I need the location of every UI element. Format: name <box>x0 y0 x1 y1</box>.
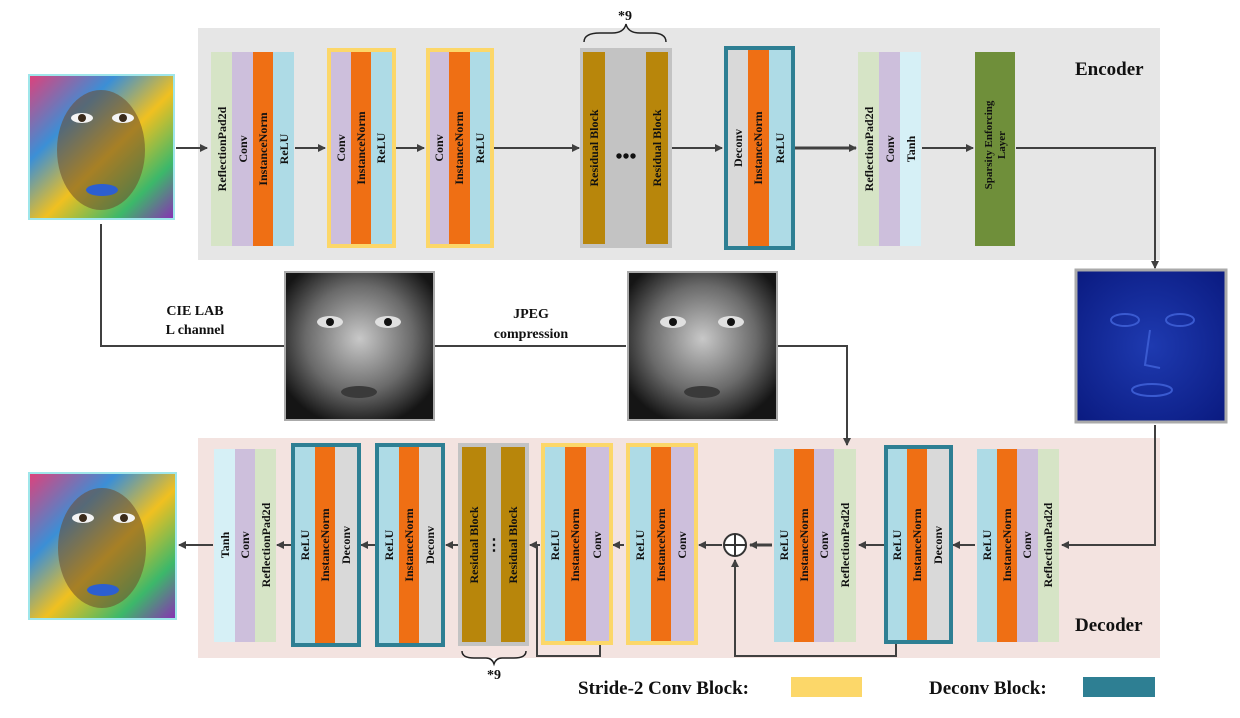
enc2-relu: ReLU <box>374 132 388 163</box>
enc-residual-2: Residual Block <box>650 109 664 186</box>
output-color-image <box>28 472 177 620</box>
enc-repeat-label: *9 <box>618 9 632 24</box>
enc1-relu: ReLU <box>277 133 291 164</box>
legend-stride-label: Stride-2 Conv Block: <box>578 678 749 699</box>
enc1-conv: Conv <box>236 135 250 162</box>
enc1-reflectionpad: ReflectionPad2d <box>215 106 229 191</box>
dec-out-reflectionpad: ReflectionPad2d <box>259 502 273 587</box>
dec-deconv-block-3: ReLU InstanceNorm Deconv <box>291 443 361 647</box>
enc-deconv-block: Deconv InstanceNorm ReLU <box>724 46 795 250</box>
legend-deconv-swatch <box>1083 677 1155 697</box>
dec-residual-group: Residual Block ⋮ Residual Block *9 <box>458 443 529 683</box>
dec-d2-relu: ReLU <box>382 529 396 560</box>
dec-in-instancenorm: InstanceNorm <box>1000 508 1014 581</box>
enc-residual-group: *9 Residual Block ••• Residual Block <box>580 9 672 248</box>
enc-out-reflectionpad: ReflectionPad2d <box>862 106 876 191</box>
cie-lab-label: CIE LAB <box>166 304 223 319</box>
encoder-label: Encoder <box>1075 59 1144 80</box>
sparsity-layer: Sparsity Enforcing Layer <box>975 52 1015 246</box>
enc-stride-block-2: Conv InstanceNorm ReLU <box>426 48 494 248</box>
enc-out-tanh: Tanh <box>904 136 918 163</box>
decoder-label: Decoder <box>1075 615 1143 636</box>
dec-residual-dots: ⋮ <box>486 537 502 554</box>
jpeg-compressed-image <box>627 271 778 421</box>
dec-out-conv: Conv <box>238 531 252 558</box>
input-color-image <box>28 74 175 220</box>
dec-d3-relu: ReLU <box>298 529 312 560</box>
dec-repeat-label: *9 <box>487 668 501 683</box>
dec-s2-conv: Conv <box>590 531 604 558</box>
dec-d1-relu: ReLU <box>890 529 904 560</box>
dec-s1-instancenorm: InstanceNorm <box>654 508 668 581</box>
dec-in-reflectionpad: ReflectionPad2d <box>1041 502 1055 587</box>
enc2-instancenorm: InstanceNorm <box>354 111 368 184</box>
dec-input-block: ReLU InstanceNorm Conv ReflectionPad2d <box>977 449 1059 642</box>
dec-d1-deconv: Deconv <box>931 526 945 564</box>
dec-jpeg-input-block: ReLU InstanceNorm Conv ReflectionPad2d <box>774 449 856 642</box>
dec-j-reflectionpad: ReflectionPad2d <box>838 502 852 587</box>
dec-stride-block-1: ReLU InstanceNorm Conv <box>626 443 698 645</box>
dec-deconv-block-2: ReLU InstanceNorm Deconv <box>375 443 445 647</box>
enc3-relu: ReLU <box>473 132 487 163</box>
dec-d3-instancenorm: InstanceNorm <box>318 508 332 581</box>
legend-stride-swatch <box>791 677 862 697</box>
grayscale-image <box>284 271 435 421</box>
enc-stride-block-1: Conv InstanceNorm ReLU <box>327 48 396 248</box>
dec-d2-instancenorm: InstanceNorm <box>402 508 416 581</box>
dec-residual-2: Residual Block <box>506 506 520 583</box>
enc3-conv: Conv <box>432 134 446 161</box>
dec-out-tanh: Tanh <box>218 532 232 559</box>
l-channel-label: L channel <box>166 323 225 338</box>
dec-s1-relu: ReLU <box>633 529 647 560</box>
sum-node <box>723 533 747 557</box>
dec-in-conv: Conv <box>1020 531 1034 558</box>
enc-out-conv: Conv <box>883 135 897 162</box>
jpeg-label: JPEG <box>513 307 549 322</box>
compression-label: compression <box>494 327 569 342</box>
dec-d3-deconv: Deconv <box>339 526 353 564</box>
dec-j-conv: Conv <box>817 531 831 558</box>
dec-d2-deconv: Deconv <box>423 526 437 564</box>
enc-block-1: ReflectionPad2d Conv InstanceNorm ReLU <box>211 52 294 246</box>
sparsity-label-line1: Sparsity Enforcing <box>983 100 995 189</box>
dec-deconv-block-1: ReLU InstanceNorm Deconv <box>884 445 953 644</box>
enc-deconv: Deconv <box>731 129 745 167</box>
dec-stride-block-2: ReLU InstanceNorm Conv <box>541 443 613 645</box>
dec-in-relu: ReLU <box>980 529 994 560</box>
dec-j-relu: ReLU <box>777 529 791 560</box>
dec-s2-relu: ReLU <box>548 529 562 560</box>
enc-residual-dots: ••• <box>615 146 636 168</box>
dec-d1-instancenorm: InstanceNorm <box>910 508 924 581</box>
sparse-feature-map-image <box>1074 268 1228 424</box>
enc-residual-1: Residual Block <box>587 109 601 186</box>
sparsity-label-line2: Layer <box>996 131 1008 159</box>
dec-residual-1: Residual Block <box>467 506 481 583</box>
enc-output-block: ReflectionPad2d Conv Tanh <box>858 52 921 246</box>
enc-deconv-instancenorm: InstanceNorm <box>751 111 765 184</box>
connectors <box>100 144 1159 657</box>
dec-output-block: Tanh Conv ReflectionPad2d <box>214 449 276 642</box>
enc2-conv: Conv <box>334 134 348 161</box>
dec-j-instancenorm: InstanceNorm <box>797 508 811 581</box>
legend: Stride-2 Conv Block: Deconv Block: <box>578 677 1155 699</box>
enc3-instancenorm: InstanceNorm <box>452 111 466 184</box>
legend-deconv-label: Deconv Block: <box>929 678 1047 699</box>
dec-s1-conv: Conv <box>675 531 689 558</box>
enc1-instancenorm: InstanceNorm <box>256 112 270 185</box>
dec-s2-instancenorm: InstanceNorm <box>568 508 582 581</box>
enc-deconv-relu: ReLU <box>773 132 787 163</box>
